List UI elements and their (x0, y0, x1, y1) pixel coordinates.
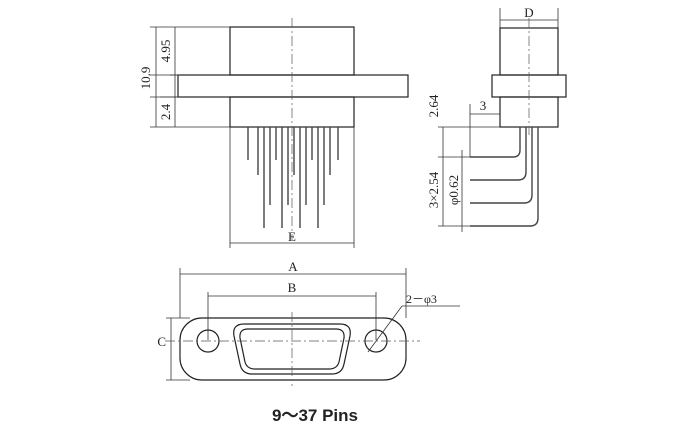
dim-pin-offset: 3 (480, 98, 487, 113)
hole-leader (367, 305, 403, 353)
flange-outline (179, 317, 407, 381)
dim-width-label: E (288, 229, 296, 244)
flange (177, 74, 409, 98)
dim-hole-spacing: B (288, 280, 297, 295)
front-pins (247, 127, 339, 228)
caption: 9～37 Pins (272, 406, 358, 425)
dim-height-label: C (157, 334, 166, 349)
dim-flange-to-pin: 2.64 (426, 94, 441, 117)
dim-body-height: 4.95 (158, 40, 173, 63)
d-shell-outer (233, 323, 351, 375)
dim-total-height: 10.9 (138, 67, 153, 90)
d-shell-inner (239, 328, 345, 370)
dim-flange-offset: 2.4 (158, 103, 173, 120)
dim-pin-diameter: φ0.62 (446, 175, 461, 205)
side-view: D 3 2.64 3×2.54 φ0.62 (426, 5, 567, 232)
side-pins (470, 127, 539, 227)
front-left-dims (150, 26, 230, 128)
dim-depth-label: D (524, 5, 533, 20)
dim-mount-holes: 2－φ3 (406, 292, 437, 306)
dim-overall-length: A (288, 259, 298, 274)
top-view: A B C 2－φ3 (157, 259, 460, 386)
dim-pin-pitch: 3×2.54 (426, 171, 441, 208)
front-view: 10.9 4.95 2.4 E (138, 18, 409, 248)
